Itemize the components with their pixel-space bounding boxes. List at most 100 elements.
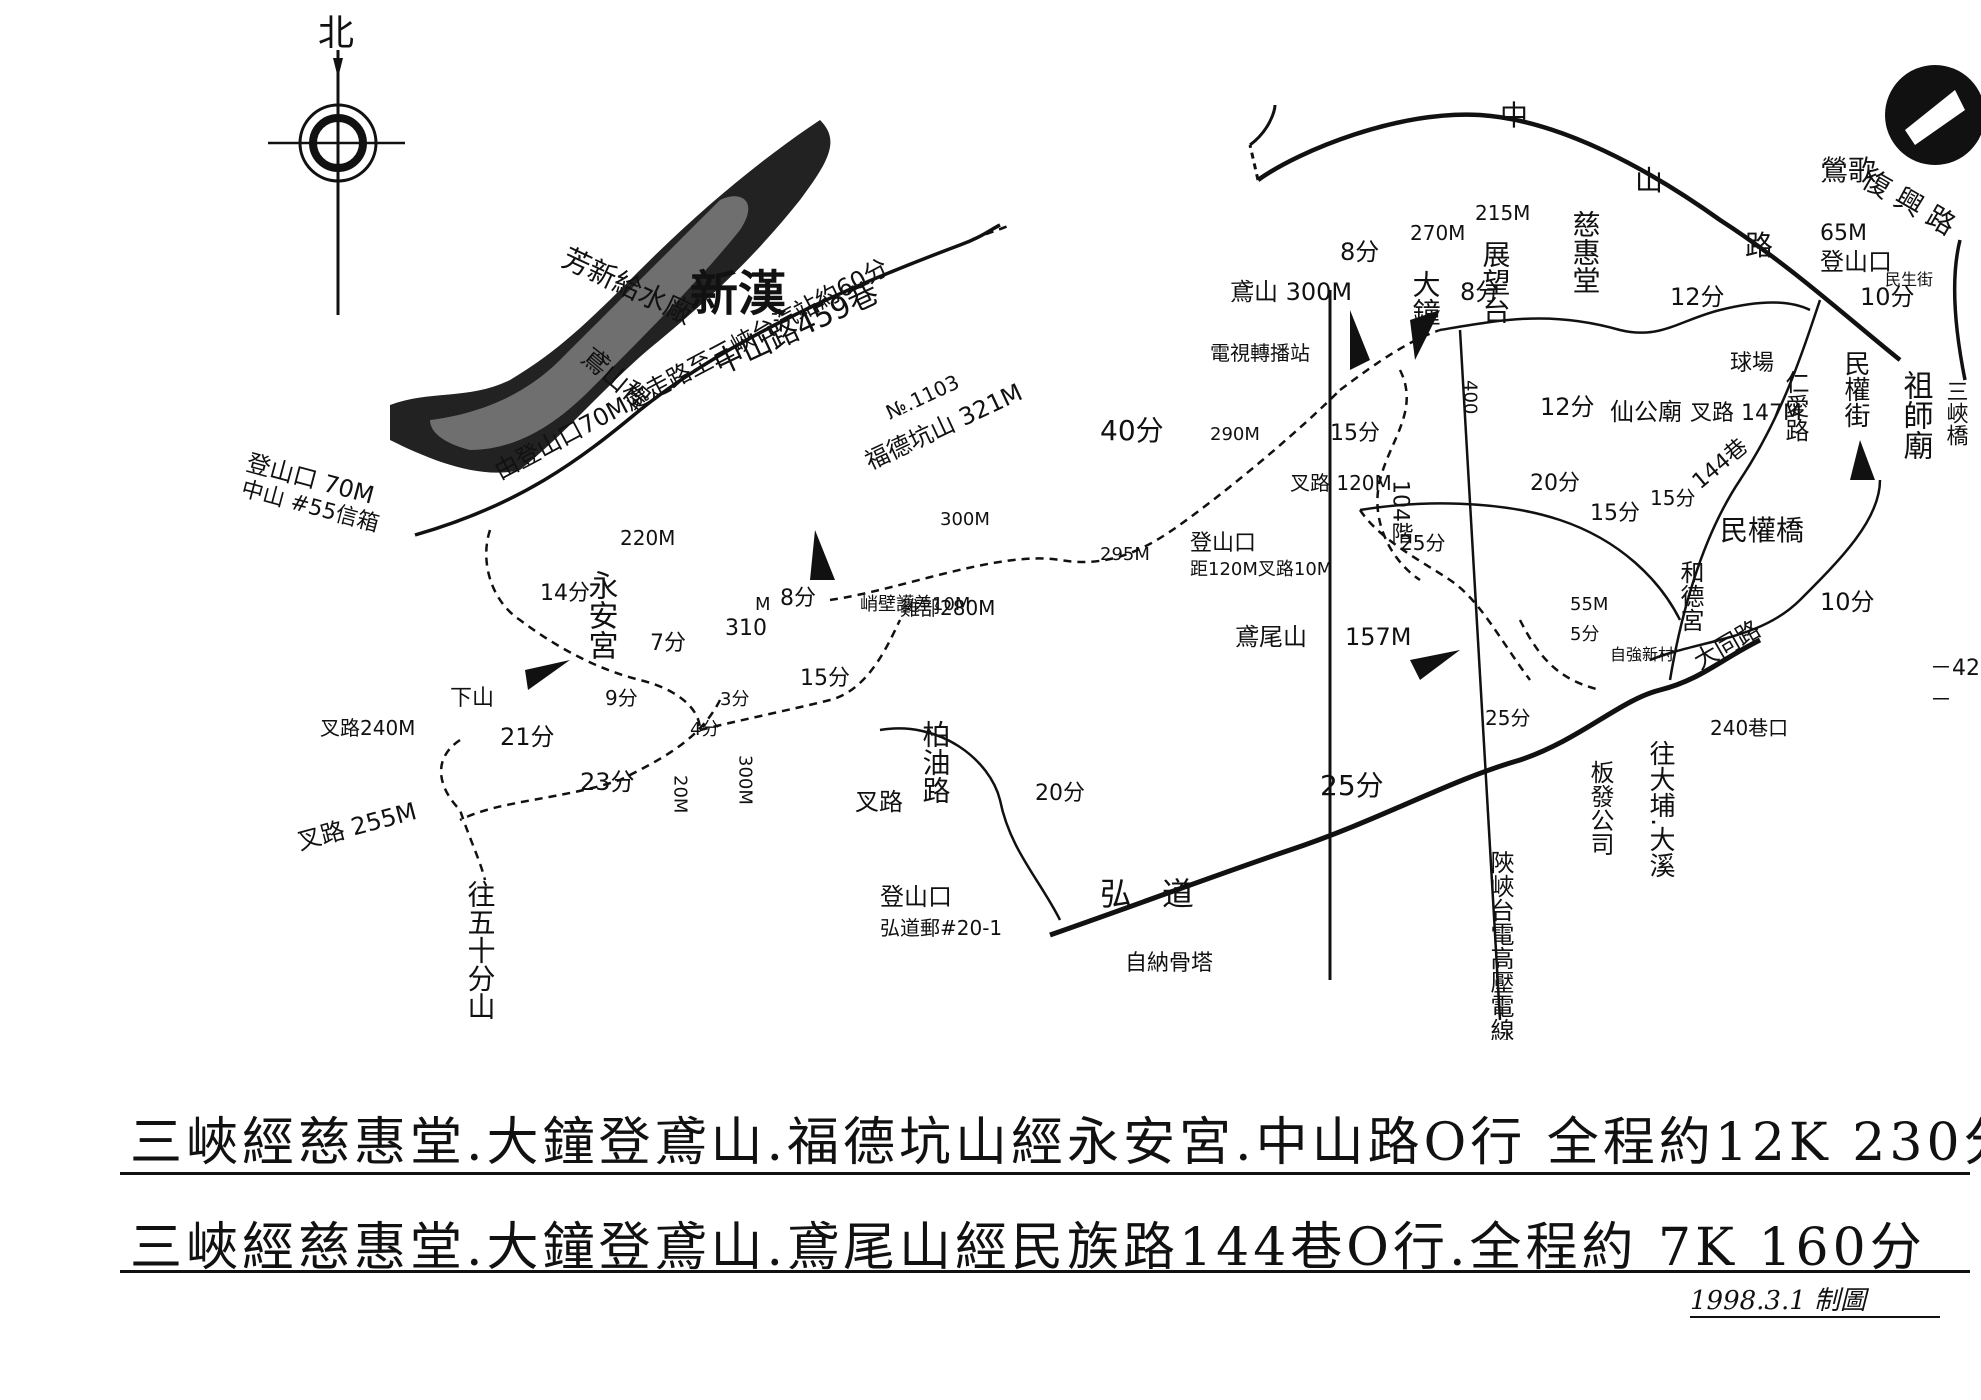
label-time-10a: 10分 [1860,283,1915,311]
label-alt-m: M [755,594,771,615]
date-underline [1690,1316,1940,1318]
label-time-20a: 20分 [1530,471,1580,496]
label-xiashan: 下山 [450,686,494,711]
label-time-7: 7分 [650,631,686,656]
label-time-8a: 8分 [1340,238,1379,266]
label-toward-dapu: 往大埔.大溪 [1645,740,1675,878]
label-time-21: 21分 [500,723,555,751]
label-xiangong-temple: 仙公廟 [1610,398,1682,426]
north-label: 北 [318,13,354,54]
page-number: －42－ [1930,656,1980,713]
label-time-10b: 10分 [1820,588,1875,616]
label-time-25a: 25分 [1400,531,1445,555]
label-zhongshan-road-shan: 山 [1635,164,1663,197]
label-time-40: 40分 [1100,414,1164,447]
roads [414,104,1967,938]
label-fork-120: 叉路 120M [1290,471,1392,495]
label-yongan-altitude: 220M [620,526,675,550]
label-alt-295: 295M [1100,544,1150,565]
label-hongdao-box: 弘道郵#20-1 [880,916,1002,940]
corner-logo [1885,65,1981,165]
label-alt-300m-b: 300M [735,755,756,805]
label-alt-55: 55M [1570,594,1608,615]
label-time-12b: 12分 [1540,393,1595,421]
label-cihui-tang: 慈惠堂 [1569,210,1602,294]
label-lane-144: 144巷 [1688,434,1753,494]
label-trailhead-dengshankou: 登山口 [1820,248,1892,276]
label-dazhong-altitude: 270M [1410,221,1465,245]
label-yingwei-altitude: 157M [1345,623,1412,651]
label-banqiao: 板發公司 [1586,760,1614,856]
label-alt-20m: 20M [670,775,691,813]
route-description-1: 三峽經慈惠堂.大鐘登鳶山.福德坑山經永安宮.中山路O行 全程約12K 230分 [130,1113,1981,1173]
label-minquan-bridge: 民權橋 [1720,514,1804,547]
label-time-8b: 8分 [1460,278,1499,306]
label-zhongshan-road-zhong: 中 [1500,99,1528,132]
label-yongan: 永安宮 [583,570,618,660]
label-fork-255: 叉路 255M [294,797,419,856]
label-minsheng-street: 民生街 [1885,270,1933,289]
label-time-5: 5分 [1570,624,1599,645]
label-power-line: 陜峽台電高壓電線 [1486,850,1514,1040]
direction-markers [525,310,1875,690]
label-time-15c: 15分 [1590,501,1640,526]
label-trailhead-65: 65M [1820,221,1867,246]
label-yingwei-mountain: 鳶尾山 [1235,623,1307,651]
label-ball-field: 球場 [1730,351,1774,376]
label-trailhead-120: 登山口 [1190,531,1256,556]
label-self-store: 自強新村 [1610,645,1674,664]
label-zhongshan-road-lu: 路 [1745,229,1773,262]
route-underline-1 [120,1172,1970,1175]
label-alt-290: 290M [1210,424,1260,445]
label-lane-240: 240巷口 [1710,716,1788,740]
label-trailhead-120b: 距120M叉路10M [1190,559,1332,580]
label-time-12a: 12分 [1670,283,1725,311]
label-yingge: 鶯歌 [1820,154,1876,187]
label-tower-area: 自納骨塔 [1125,951,1213,976]
label-zhantai: 展望台 [1479,240,1512,324]
hiking-map: 北 [238,13,1981,1040]
label-minquan-street: 民權街 [1840,350,1870,428]
label-yingshan: 鳶山 300M [1230,278,1352,306]
label-time-15d: 15分 [1650,486,1695,510]
label-trailhead-hongdao: 登山口 [880,883,952,911]
label-zushi-temple: 祖師廟 [1898,370,1934,460]
map-labels: 中 山 路 復 興 路 鶯歌 三峽橋 65M 登山口 民權街 民生街 祖師廟 民… [238,99,1968,1040]
trails [440,223,1601,881]
label-time-3: 3分 [720,689,749,710]
route-underline-2 [120,1270,1970,1273]
label-tv-station: 電視轉播站 [1210,341,1310,365]
label-time-15a: 15分 [1330,421,1380,446]
label-hundred-stairs: 104階 [1388,480,1413,544]
label-time-20b: 20分 [1035,781,1085,806]
label-time-15b: 15分 [800,666,850,691]
label-time-23: 23分 [580,768,635,796]
label-xinhan: 新漢 [690,266,787,322]
label-alt-310: 310 [725,616,767,641]
river-bank [390,120,831,473]
solid-trails [879,290,1882,1021]
label-hongdao: 弘道 [1100,875,1224,913]
label-fork-side: 叉路 [855,788,903,816]
label-time-9: 9分 [605,686,638,710]
label-time-25b: 25分 [1485,706,1530,730]
label-fork-147: 叉路 147M [1690,401,1802,426]
label-renai: 仁愛路 [1781,370,1809,442]
label-power-line-400: 400 [1460,380,1481,414]
label-bo-you-road: 柏油路 [919,720,952,804]
label-fork-240: 叉路240M [320,716,415,740]
label-jiebu: 雞部280M [900,596,995,620]
label-alt-300: 300M [940,509,990,530]
label-time-8c: 8分 [780,586,816,611]
label-wushifen: 往五十分山 [464,880,497,1020]
label-dazhong: 大鐘 [1409,270,1442,326]
north-compass: 北 [268,13,405,315]
label-time-25c: 25分 [1320,769,1384,802]
label-zhantai-altitude: 215M [1475,201,1530,225]
label-cliff: 峭壁護差10M [860,594,970,615]
label-hede-temple: 和德宮 [1676,560,1704,632]
date-stamp: 1998.3.1 制圖 [1690,1286,1867,1316]
route-description-2: 三峽經慈惠堂.大鐘登鳶山.鳶尾山經民族路144巷O行.全程約 7K 160分 [130,1218,1926,1278]
label-time-14: 14分 [540,581,590,606]
label-time-4: 4分 [690,719,719,740]
